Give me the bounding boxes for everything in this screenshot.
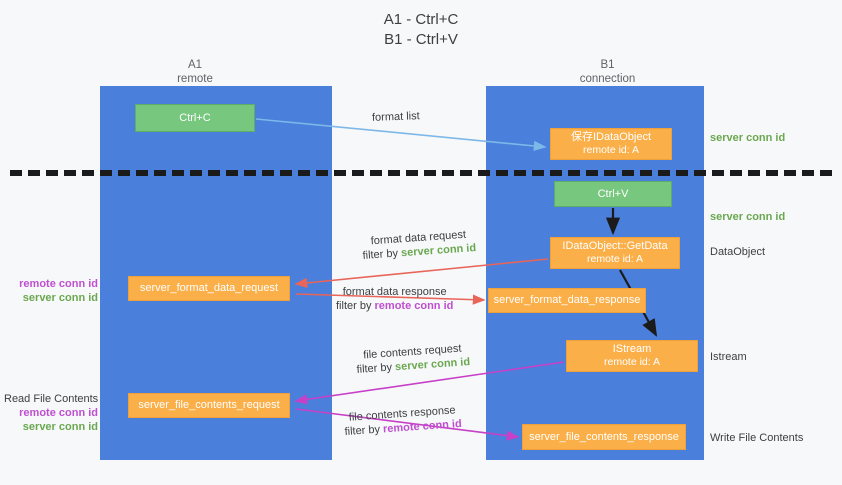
node-idataobject-getdata[interactable]: IDataObject::GetData remote id: A xyxy=(550,237,680,269)
edge-label-format-data-response: format data response filter by remote co… xyxy=(336,285,453,313)
note-read-file-contents-group: Read File Contents remote conn id server… xyxy=(4,392,98,434)
note-write-file-contents: Write File Contents xyxy=(710,432,804,444)
lane-a1-name: A1 xyxy=(187,59,203,71)
node-ctrl-c-label: Ctrl+C xyxy=(179,111,211,124)
node-server-file-contents-response-label: server_file_contents_response xyxy=(529,430,679,443)
edge-label-format-list-text: format list xyxy=(371,110,420,124)
note-read-file-contents: Read File Contents xyxy=(4,393,99,405)
note-server-conn-id-top: server conn id xyxy=(710,132,786,144)
note-istream: Istream xyxy=(710,351,747,363)
node-ctrl-v[interactable]: Ctrl+V xyxy=(554,181,672,207)
node-getdata-line1: IDataObject::GetData xyxy=(562,240,668,252)
note-conn-ids-upper: remote conn id server conn id xyxy=(8,277,98,305)
edge-label-fcreq-filter-value: server conn id xyxy=(394,356,471,374)
page-title: A1 - Ctrl+C B1 - Ctrl+V xyxy=(0,10,842,50)
edge-label-file-contents-request: file contents request filter by server c… xyxy=(355,341,470,377)
node-save-idataobject-line1: 保存IDataObject xyxy=(570,131,652,143)
note-server-conn-id-lower: server conn id xyxy=(22,421,98,433)
node-server-file-contents-request[interactable]: server_file_contents_request xyxy=(128,393,290,418)
lane-header-a1: A1 remote xyxy=(120,58,270,86)
lane-b1-name: B1 xyxy=(600,59,615,71)
node-server-file-contents-request-label: server_file_contents_request xyxy=(138,399,280,411)
node-server-file-contents-response[interactable]: server_file_contents_response xyxy=(522,424,686,450)
title-line-2: B1 - Ctrl+V xyxy=(384,31,458,48)
edge-label-fdresp-filter: filter by remote conn id xyxy=(336,299,453,313)
node-server-format-data-response-label: server_format_data_response xyxy=(493,294,641,306)
edge-label-fcresp-filter-value: remote conn id xyxy=(382,417,463,436)
node-istream-line2: remote id: A xyxy=(603,356,661,368)
node-ctrl-v-label: Ctrl+V xyxy=(597,187,629,200)
edge-label-fdreq-filter-value: server conn id xyxy=(400,242,477,260)
node-server-format-data-request[interactable]: server_format_data_request xyxy=(128,276,290,301)
edge-label-fcresp-filter-prefix: filter by xyxy=(344,423,384,439)
phase-separator xyxy=(10,170,832,176)
node-save-idataobject[interactable]: 保存IDataObject remote id: A xyxy=(550,128,672,160)
node-save-idataobject-line2: remote id: A xyxy=(582,144,640,156)
lane-b1-sub: connection xyxy=(579,73,636,85)
node-server-format-data-response[interactable]: server_format_data_response xyxy=(488,288,646,313)
note-server-conn-id-upper: server conn id xyxy=(22,292,98,304)
edge-label-file-contents-response: file contents response filter by remote … xyxy=(343,403,462,439)
edge-label-fdreq-filter-prefix: filter by xyxy=(362,247,402,262)
node-server-format-data-request-label: server_format_data_request xyxy=(139,282,279,294)
node-istream-line1: IStream xyxy=(612,343,652,355)
edge-label-fdresp-filter-prefix: filter by xyxy=(336,300,375,312)
edge-label-fdresp-main: format data response xyxy=(342,286,447,298)
node-istream[interactable]: IStream remote id: A xyxy=(566,340,698,372)
note-remote-conn-id-lower: remote conn id xyxy=(19,407,98,419)
lane-a1-sub: remote xyxy=(177,73,213,85)
lane-header-b1: B1 connection xyxy=(520,58,695,86)
node-ctrl-c[interactable]: Ctrl+C xyxy=(135,104,255,132)
note-remote-conn-id-upper: remote conn id xyxy=(19,278,98,290)
note-server-conn-id-mid: server conn id xyxy=(710,211,786,223)
node-getdata-line2: remote id: A xyxy=(586,253,644,265)
edge-label-fcreq-filter-prefix: filter by xyxy=(356,361,396,376)
note-dataobject: DataObject xyxy=(710,246,766,258)
edge-label-format-list: format list xyxy=(372,109,420,125)
edge-label-format-data-request: format data request filter by server con… xyxy=(361,227,476,263)
title-line-1: A1 - Ctrl+C xyxy=(383,11,459,28)
edge-label-fdresp-filter-value: remote conn id xyxy=(374,300,454,312)
